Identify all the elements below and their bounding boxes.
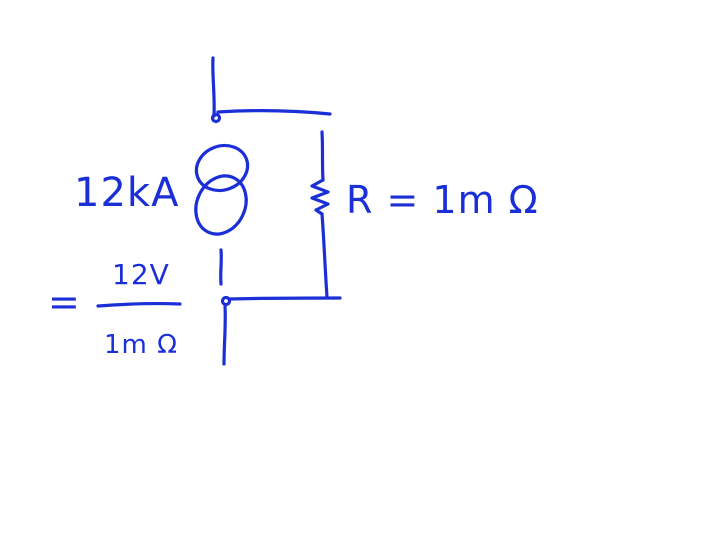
resistor-lead-bottom <box>320 212 329 299</box>
fraction-denominator: 1m Ω <box>104 330 179 360</box>
current-source-coil-bottom <box>194 174 248 236</box>
fraction-numerator: 12V <box>112 258 170 291</box>
wire-source-top <box>211 56 216 118</box>
current-source-coil-top <box>194 143 250 193</box>
fraction-bar <box>96 302 182 308</box>
equals-sign: = <box>48 280 81 324</box>
resistor-zigzag <box>310 178 330 216</box>
resistor-label: R = 1m Ω <box>346 178 539 222</box>
wire-lower-lead <box>222 304 227 366</box>
wire-bottom <box>228 296 342 301</box>
resistor-lead-top <box>320 130 325 182</box>
node-bottom <box>220 295 232 307</box>
node-top <box>210 112 222 124</box>
current-source-label: 12kA <box>74 170 180 216</box>
wire-source-bottom <box>219 248 223 286</box>
wire-top <box>216 109 332 116</box>
